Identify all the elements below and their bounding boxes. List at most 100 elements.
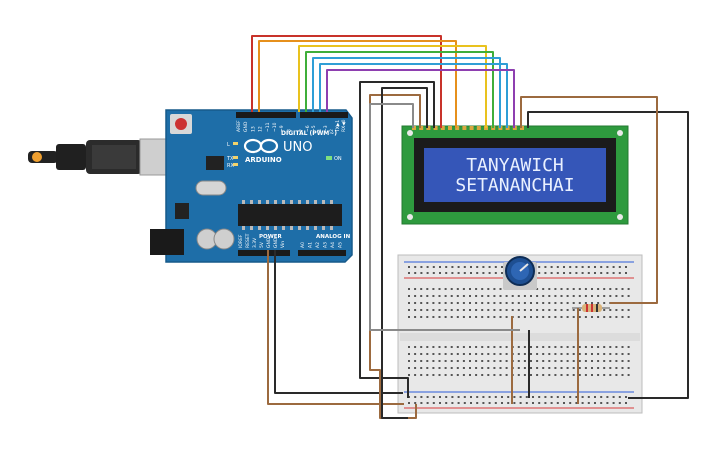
bb-hole[interactable] [481,295,484,297]
bb-hole[interactable] [408,309,410,311]
bb-hole[interactable] [560,316,563,318]
bb-hole[interactable] [438,367,441,369]
bb-hole[interactable] [487,367,490,369]
bb-hole[interactable] [625,402,627,404]
bb-hole[interactable] [499,353,502,355]
bb-hole[interactable] [493,374,496,376]
bb-hole[interactable] [439,272,441,274]
bb-hole[interactable] [420,374,423,376]
bb-hole[interactable] [591,302,593,304]
bb-hole[interactable] [625,272,627,274]
bb-hole[interactable] [499,302,502,304]
wires[interactable] [251,35,689,419]
bb-hole[interactable] [450,309,453,311]
bb-hole[interactable] [536,360,539,362]
bb-hole[interactable] [475,295,478,297]
bb-hole[interactable] [584,295,587,297]
bb-hole[interactable] [470,396,472,398]
bb-hole[interactable] [462,346,465,348]
bb-hole[interactable] [469,309,471,311]
bb-hole[interactable] [530,374,532,376]
bb-hole[interactable] [493,367,496,369]
bb-hole[interactable] [493,346,496,348]
bb-hole[interactable] [462,295,465,297]
bb-hole[interactable] [408,316,410,318]
bb-hole[interactable] [566,353,569,355]
bb-hole[interactable] [603,295,606,297]
bb-hole[interactable] [566,295,569,297]
bb-hole[interactable] [548,346,551,348]
bb-hole[interactable] [597,288,600,290]
bb-hole[interactable] [426,266,429,268]
bb-hole[interactable] [450,295,453,297]
bb-hole[interactable] [420,396,423,398]
bb-hole[interactable] [542,360,545,362]
bb-hole[interactable] [450,367,453,369]
bb-hole[interactable] [408,402,410,404]
bb-hole[interactable] [603,353,606,355]
bb-hole[interactable] [587,396,590,398]
wire-orange[interactable] [258,40,457,128]
bb-hole[interactable] [420,360,423,362]
bb-hole[interactable] [530,353,532,355]
bb-hole[interactable] [499,309,502,311]
lcd-pin[interactable] [419,126,424,130]
bb-hole[interactable] [462,309,465,311]
bb-hole[interactable] [507,396,510,398]
bb-hole[interactable] [591,353,593,355]
bb-hole[interactable] [517,374,520,376]
bb-hole[interactable] [408,374,410,376]
bb-hole[interactable] [426,302,429,304]
bb-hole[interactable] [414,295,417,297]
bb-hole[interactable] [493,295,496,297]
bb-hole[interactable] [591,367,593,369]
bb-hole[interactable] [548,316,551,318]
bb-hole[interactable] [438,316,441,318]
bb-hole[interactable] [530,302,532,304]
bb-hole[interactable] [542,302,545,304]
analog-header[interactable] [298,250,346,256]
bb-hole[interactable] [426,309,429,311]
bb-hole[interactable] [481,309,484,311]
lcd-pin[interactable] [462,126,467,130]
bb-hole[interactable] [487,316,490,318]
breadboard[interactable] [397,254,643,414]
bb-hole[interactable] [487,295,490,297]
bb-hole[interactable] [594,266,596,268]
bb-hole[interactable] [517,316,520,318]
bb-hole[interactable] [420,288,423,290]
bb-hole[interactable] [548,353,551,355]
bb-hole[interactable] [463,402,466,404]
bb-hole[interactable] [432,316,435,318]
bb-hole[interactable] [584,316,587,318]
bb-hole[interactable] [457,402,460,404]
lcd-pin[interactable] [426,126,431,130]
bb-hole[interactable] [469,302,471,304]
bb-hole[interactable] [609,367,612,369]
potentiometer[interactable] [503,256,537,290]
bb-hole[interactable] [572,288,575,290]
bb-hole[interactable] [556,402,559,404]
bb-hole[interactable] [493,360,496,362]
bb-hole[interactable] [578,374,581,376]
bb-hole[interactable] [603,360,606,362]
bb-hole[interactable] [612,396,615,398]
bb-hole[interactable] [532,396,534,398]
bb-hole[interactable] [488,272,491,274]
bb-hole[interactable] [532,402,534,404]
bb-hole[interactable] [538,402,541,404]
bb-hole[interactable] [414,346,417,348]
bb-hole[interactable] [482,266,485,268]
bb-hole[interactable] [523,295,526,297]
bb-hole[interactable] [536,316,539,318]
bb-hole[interactable] [457,272,460,274]
bb-hole[interactable] [621,316,624,318]
bb-hole[interactable] [511,309,514,311]
bb-hole[interactable] [462,288,465,290]
bb-hole[interactable] [414,367,417,369]
bb-hole[interactable] [597,346,600,348]
bb-hole[interactable] [618,396,621,398]
wire-brown-1[interactable] [369,94,421,419]
lcd-pin[interactable] [433,126,438,130]
bb-hole[interactable] [432,367,435,369]
